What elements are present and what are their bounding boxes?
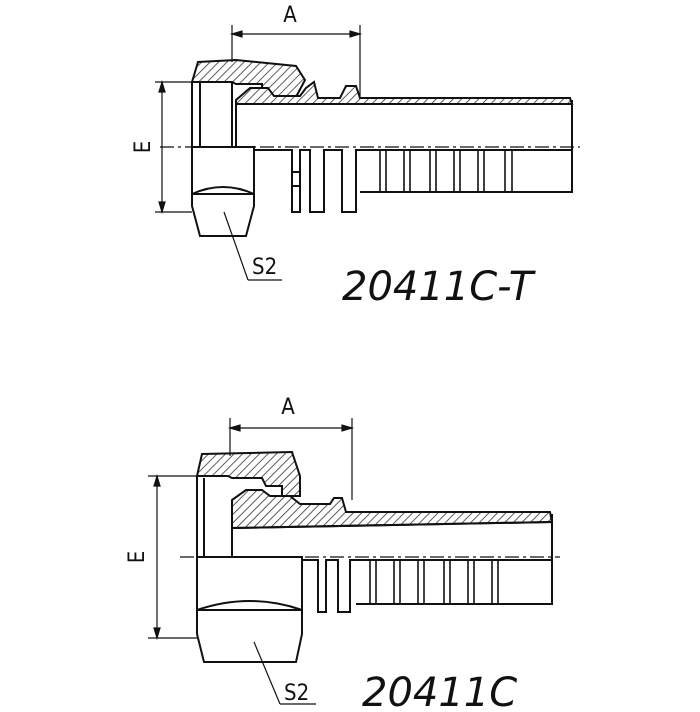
nut-section [195,450,301,497]
nut-body [191,81,233,148]
label-a-bottom: A [281,395,295,420]
stem-lower [302,559,553,613]
fitting-20411c-t [155,25,580,281]
label-e-bottom: E [125,551,150,564]
leader-s2 [253,641,316,705]
dimension-a [229,25,363,96]
dimension-e [148,473,197,641]
hex-nut [191,146,255,237]
dimension-e [155,79,192,215]
label-s2-bottom: S2 [284,681,309,706]
dimension-a [227,418,355,500]
stem-lower [254,149,573,213]
hose-barbs [369,560,499,604]
fitting-20411c [148,418,560,705]
nut-body [196,476,233,558]
label-a-top: A [283,3,297,28]
leader-s2 [223,211,282,281]
hose-barbs [379,150,513,192]
label-e-top: E [131,141,156,154]
model-title-top: 20411C-T [342,264,537,310]
model-title-bottom: 20411C [362,670,517,712]
label-s2-top: S2 [252,255,277,280]
